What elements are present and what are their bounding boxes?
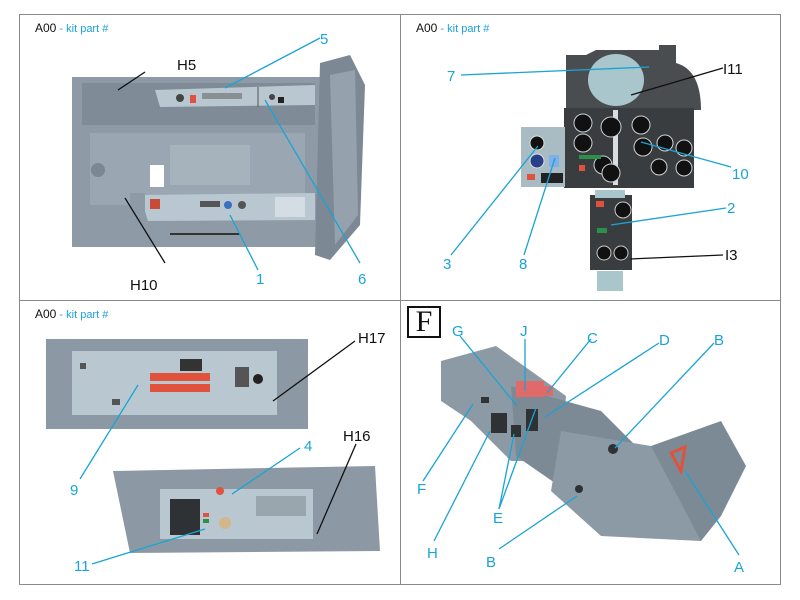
label-2: 2 (727, 200, 735, 217)
label-10: 10 (732, 166, 749, 183)
panel-ejection-seat: F G J C D B (401, 301, 782, 586)
leader-9 (79, 384, 139, 480)
panel-instrument-panel: A00 - kit part # (401, 15, 782, 300)
leader-h5 (117, 71, 146, 91)
side-panels-illustration: H17 9 4 H16 11 (46, 330, 386, 575)
label-i11: I11 (723, 61, 743, 78)
ejection-seat-illustration: G J C D B F H E B A (417, 323, 746, 576)
label-4: 4 (304, 438, 312, 455)
label-c: C (587, 330, 598, 347)
header-separator: - (56, 23, 67, 35)
kit-part-caption: kit part # (66, 309, 109, 321)
label-h16: H16 (343, 428, 371, 445)
step-marker: F (407, 306, 441, 338)
part-code: A00 (416, 21, 438, 35)
leader-g (459, 335, 518, 407)
label-11: 11 (74, 558, 90, 575)
part-code: A00 (35, 21, 57, 35)
part-code: A00 (35, 307, 57, 321)
leader-h (433, 430, 491, 542)
leader-h16 (316, 443, 357, 535)
leader-d (544, 342, 660, 418)
leader-b-lower (498, 495, 578, 550)
leader-h10 (124, 197, 166, 264)
leader-a (684, 470, 740, 556)
panel-side-panels-detail: A00 - kit part # (20, 301, 401, 586)
label-8: 8 (519, 256, 527, 273)
instrument-panel-illustration: 7 I11 10 2 3 8 I3 (443, 45, 749, 291)
leader-11 (91, 528, 206, 565)
label-6: 6 (358, 271, 366, 288)
label-d: D (659, 332, 670, 349)
label-7: 7 (447, 68, 455, 85)
upper-console-photo (46, 339, 308, 429)
label-i3: I3 (725, 247, 738, 264)
leader-h17 (272, 340, 356, 402)
leader-6 (264, 99, 361, 264)
header-separator: - (56, 309, 67, 321)
leader-e-2 (498, 407, 537, 510)
leader-e-1 (498, 433, 515, 510)
horizontal-divider (19, 300, 781, 301)
label-f: F (417, 481, 426, 498)
leader-2 (610, 207, 727, 226)
label-9: 9 (70, 482, 78, 499)
label-5: 5 (320, 31, 328, 48)
panel-header: A00 - kit part # (416, 21, 489, 35)
leader-10 (640, 141, 732, 168)
leader-4 (231, 447, 301, 495)
label-1: 1 (256, 271, 264, 288)
panel-header: A00 - kit part # (35, 21, 108, 35)
label-j: J (520, 323, 528, 340)
kit-part-caption: kit part # (447, 23, 490, 35)
label-b-upper: B (714, 332, 724, 349)
leader-i3 (629, 254, 724, 260)
label-h5: H5 (177, 57, 196, 74)
lower-console-photo (113, 466, 380, 553)
label-a: A (734, 559, 744, 576)
panel-header: A00 - kit part # (35, 307, 108, 321)
panel-side-console-assembly: A00 - kit part # (20, 15, 401, 300)
leader-1 (229, 214, 259, 271)
label-h: H (427, 545, 438, 562)
vertical-divider (400, 14, 401, 585)
cockpit-tub-photo (72, 55, 365, 260)
leader-i11 (630, 67, 724, 96)
leader-8 (523, 157, 556, 256)
label-h17: H17 (358, 330, 386, 347)
leader-f (422, 403, 474, 482)
ejection-seat-photo (441, 346, 746, 541)
label-3: 3 (443, 256, 451, 273)
label-h10: H10 (130, 277, 158, 294)
instrument-panel-photo (521, 45, 701, 291)
header-separator: - (437, 23, 448, 35)
leader-5 (224, 37, 321, 89)
leader-c (546, 338, 592, 394)
leader-3 (450, 145, 539, 256)
kit-part-caption: kit part # (66, 23, 109, 35)
leader-7 (460, 66, 650, 76)
side-console-illustration: H5 5 H10 1 6 (72, 31, 366, 294)
label-e: E (493, 510, 503, 527)
leader-b-upper (614, 342, 715, 449)
label-b-lower: B (486, 554, 496, 571)
label-g: G (452, 323, 464, 340)
